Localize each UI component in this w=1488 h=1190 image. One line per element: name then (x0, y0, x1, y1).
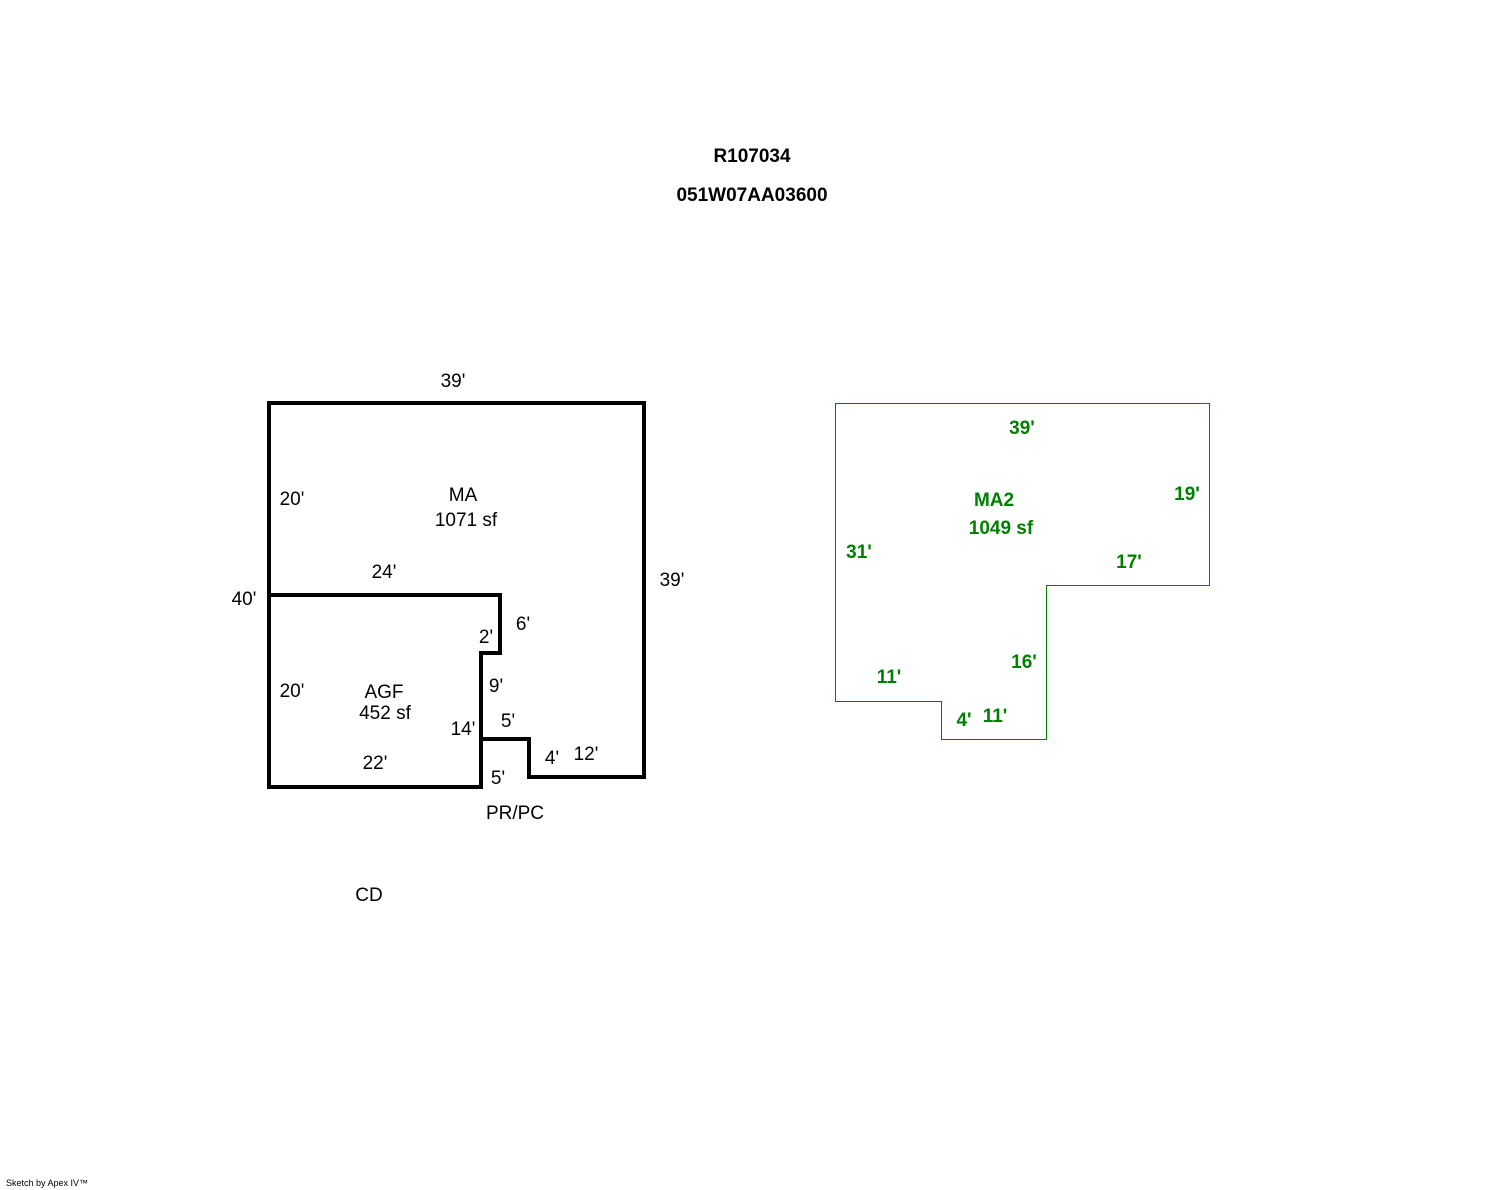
dimension-label: 31' (846, 542, 872, 563)
dimension-label: 11' (877, 667, 902, 688)
dimension-label: 20' (280, 489, 305, 510)
area-label-agf: AGF (364, 682, 403, 703)
dimension-label: 17' (1116, 552, 1142, 573)
dimension-label: 4' (545, 748, 559, 769)
sketch-2: MA2 1049 sf 39' 19' 31' 17' 16' 11' 4' 1… (835, 403, 1210, 740)
area-size-ma2: 1049 sf (969, 518, 1034, 539)
dimension-label: 4' (956, 710, 971, 731)
area-label-cd: CD (355, 885, 382, 906)
area-size-ma: 1071 sf (435, 510, 498, 531)
dimension-label: 14' (451, 719, 476, 740)
dimension-label: 9' (489, 676, 503, 697)
map-tax-lot: 051W07AA03600 (676, 185, 827, 206)
garage-outline (269, 593, 502, 739)
dimension-label: 5' (491, 768, 505, 789)
dimension-label: 6' (516, 614, 530, 635)
area-label-ma: MA (449, 485, 478, 506)
dimension-label: 5' (501, 711, 515, 732)
area-label-ma2: MA2 (974, 490, 1014, 511)
dimension-label: 39' (660, 570, 685, 591)
ma2-outline (835, 403, 1210, 740)
main-area-outline (267, 401, 646, 789)
account-number: R107034 (713, 146, 791, 167)
area-size-agf: 452 sf (359, 703, 411, 724)
dimension-label: 20' (280, 681, 305, 702)
dimension-label: 11' (983, 706, 1008, 727)
sketch-1: MA 1071 sf AGF 452 sf PR/PC CD 39' 20' 2… (232, 371, 685, 906)
dimension-label: 40' (232, 589, 257, 610)
dimension-label: 19' (1174, 484, 1200, 505)
dimension-label: 22' (363, 753, 388, 774)
dimension-label: 39' (1009, 418, 1035, 439)
area-label-pr-pc: PR/PC (486, 803, 544, 824)
dimension-label: 12' (574, 744, 599, 765)
dimension-label: 24' (372, 562, 397, 583)
dimension-label: 16' (1011, 652, 1037, 673)
sketch-credit: Sketch by Apex IV™ (6, 1178, 89, 1188)
dimension-label: 39' (441, 371, 466, 392)
dimension-label: 2' (479, 627, 493, 648)
